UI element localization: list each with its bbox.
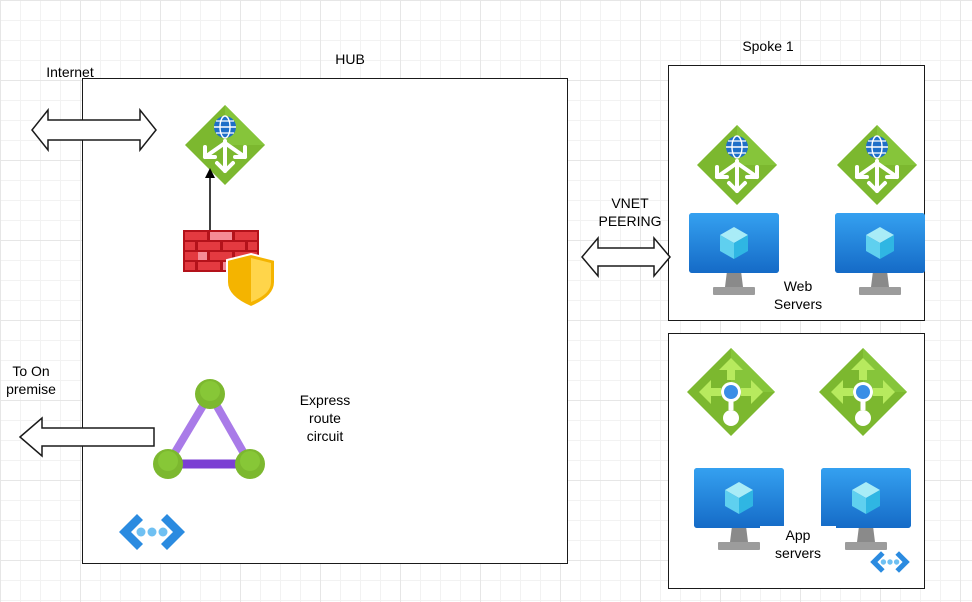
on-premise-arrow <box>18 416 155 458</box>
firewall-icon <box>183 230 276 309</box>
express-route-label: Express route circuit <box>299 392 351 444</box>
web-load-balancer-icon-1 <box>695 123 779 207</box>
firewall-to-lb-connector <box>205 168 215 234</box>
internet-label: Internet <box>46 64 94 80</box>
expressroute-circuit-icon <box>153 379 265 479</box>
internet-double-arrow <box>31 107 157 153</box>
spoke-virtual-network-icon <box>870 550 910 574</box>
app-servers-label: App servers <box>760 526 836 562</box>
hub-load-balancer-icon <box>183 103 267 187</box>
web-load-balancer-icon-2 <box>835 123 919 207</box>
hub-label: HUB <box>335 51 365 67</box>
spoke1-label: Spoke 1 <box>742 38 794 54</box>
on-premise-label: To On premise <box>6 363 56 397</box>
app-load-balancer-icon-1 <box>685 346 777 438</box>
hub-virtual-network-icon <box>119 512 185 552</box>
web-servers-label: Web Servers <box>760 277 836 313</box>
vnet-peering-label: VNET PEERING <box>598 195 662 229</box>
vnet-peering-double-arrow <box>581 235 671 279</box>
web-virtual-machine-icon-2 <box>835 213 925 297</box>
hub-box <box>82 78 568 564</box>
app-load-balancer-icon-2 <box>817 346 909 438</box>
